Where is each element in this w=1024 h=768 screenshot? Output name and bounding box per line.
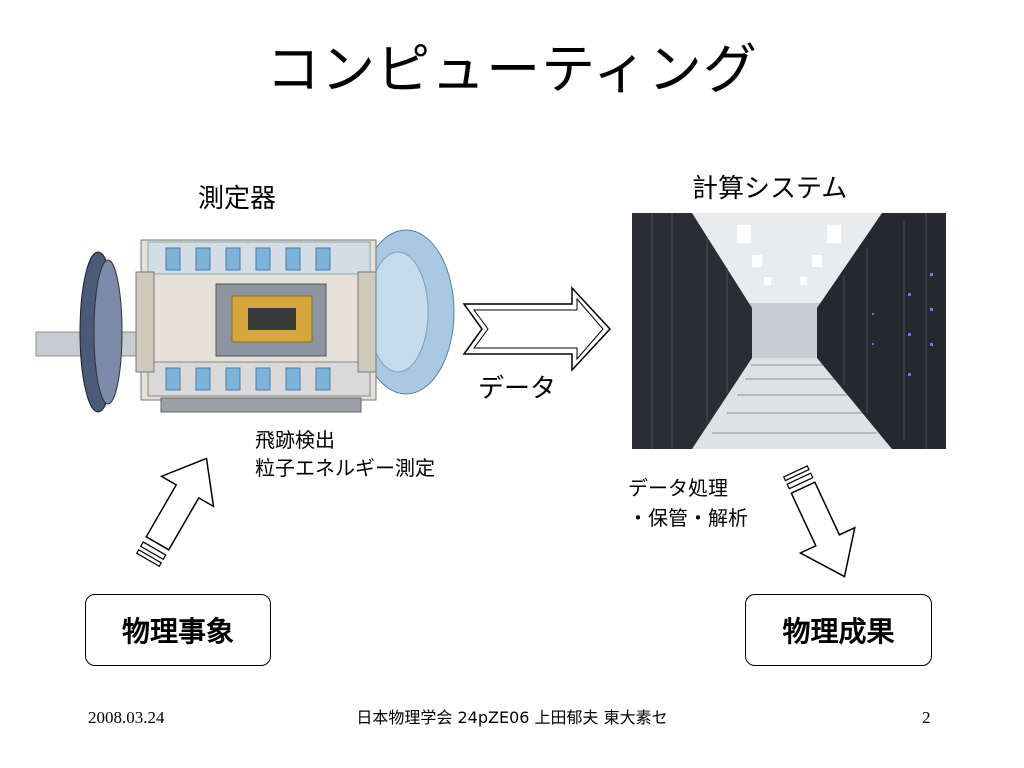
detector-image [35, 229, 455, 413]
footer-page-number: 2 [922, 708, 931, 727]
computing-system-label: 計算システム [692, 174, 848, 204]
computing-to-results-arrow [782, 465, 856, 578]
detector-caption-line2: 粒子エネルギー測定 [255, 456, 435, 480]
footer-date: 2008.03.24 [88, 708, 165, 727]
slide-title: コンピューティング [266, 38, 758, 101]
data-arrow-label: データ [478, 374, 557, 404]
detector-label: 測定器 [198, 184, 277, 214]
data-flow-arrow [462, 286, 612, 372]
processing-caption-line2: ・保管・解析 [628, 506, 748, 530]
footer-center: 日本物理学会 24pZE06 上田郁夫 東大素セ [356, 708, 668, 727]
physics-results-box: 物理成果 [745, 594, 932, 666]
datacenter-image [632, 213, 946, 449]
event-to-detector-arrow [135, 457, 215, 568]
physics-events-box: 物理事象 [85, 594, 271, 666]
detector-caption-line1: 飛跡検出 [255, 428, 335, 452]
processing-caption-line1: データ処理 [628, 476, 728, 500]
